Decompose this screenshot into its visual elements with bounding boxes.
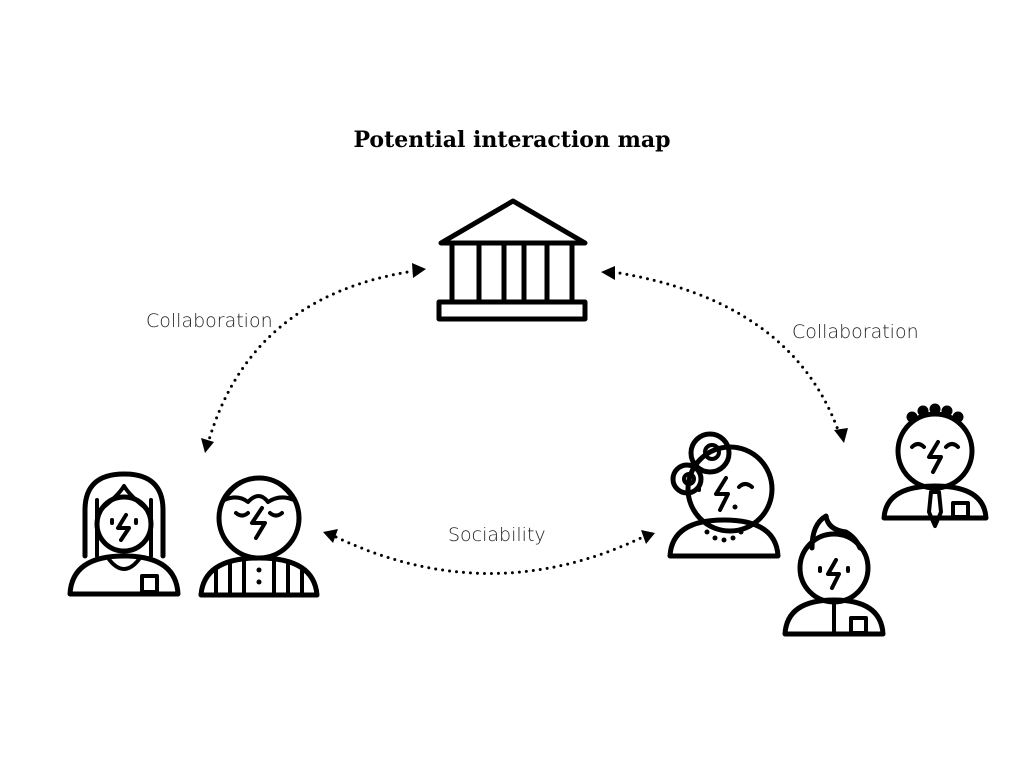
arrowhead-icon	[641, 530, 655, 544]
young-man-avatar-icon	[782, 513, 886, 637]
edge-label-collaboration-right: Collaboration	[792, 321, 919, 343]
edge-label-collaboration-left: Collaboration	[146, 310, 273, 332]
page-title: Potential interaction map	[353, 127, 670, 153]
people-trio-icon	[667, 403, 989, 637]
edge-label-sociability: Sociability	[448, 524, 546, 546]
arrowhead-icon	[412, 263, 426, 278]
arrowhead-icon	[323, 529, 338, 543]
edge-institution-right-group	[601, 266, 848, 443]
arrowhead-icon	[834, 428, 848, 443]
man-with-tie-avatar-icon	[881, 403, 989, 528]
older-woman-avatar-icon	[667, 431, 781, 559]
edge-institution-left-group	[201, 263, 426, 453]
people-pair-icon	[67, 471, 320, 598]
woman-avatar-icon	[67, 471, 181, 597]
man-avatar-icon	[198, 475, 320, 598]
arrowhead-icon	[601, 266, 615, 280]
edge-left-right-groups	[323, 529, 655, 575]
institution-building-icon	[436, 198, 588, 322]
arrowhead-icon	[201, 438, 214, 453]
